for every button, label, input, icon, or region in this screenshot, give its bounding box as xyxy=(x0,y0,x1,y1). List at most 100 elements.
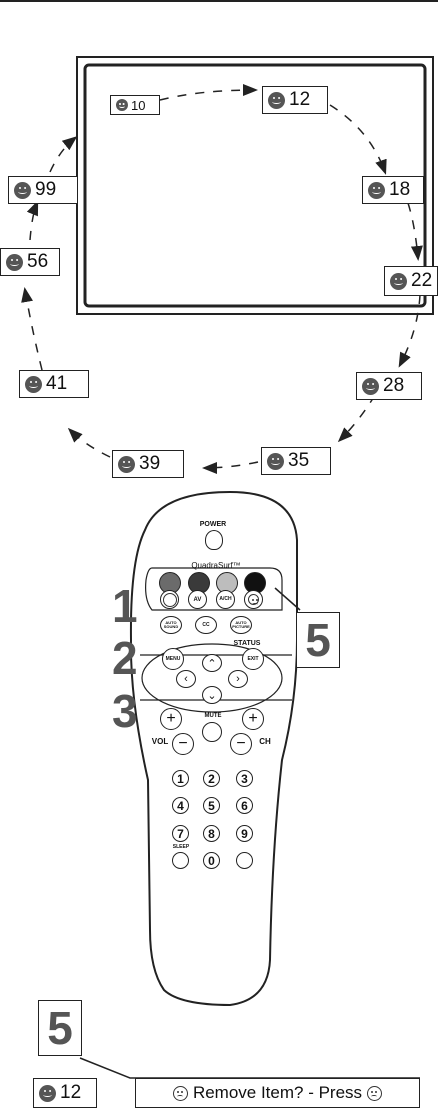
channel-label-56: 56 xyxy=(0,248,60,276)
digit-label: 4 xyxy=(177,798,184,813)
callout-line-5 xyxy=(274,587,301,611)
nav-up-button[interactable]: ⌃ xyxy=(202,654,222,672)
frown-icon xyxy=(248,594,259,605)
digit-3-button[interactable]: 3 xyxy=(236,770,253,787)
smiley-icon xyxy=(14,181,31,199)
auto-picture-button[interactable]: AUTO PICTURE xyxy=(230,616,252,634)
digit-0-button[interactable]: 0 xyxy=(203,852,220,869)
exit-label: EXIT xyxy=(247,655,259,662)
cc-label: CC xyxy=(202,621,210,628)
chevron-right-icon: › xyxy=(236,673,240,685)
av-label: AV xyxy=(193,596,202,603)
digit-label: 5 xyxy=(208,798,215,813)
digit-label: 7 xyxy=(177,826,184,841)
smiley-icon xyxy=(116,99,128,111)
vol-up-button[interactable]: + xyxy=(160,708,182,730)
channel-number: 99 xyxy=(35,179,57,200)
channel-label-12: 12 xyxy=(262,86,328,114)
chevron-down-icon: ⌄ xyxy=(207,689,217,702)
blank-button[interactable] xyxy=(236,852,253,869)
quadrasurf-label: QuadraSurf™ xyxy=(191,561,241,570)
vol-down-button[interactable]: − xyxy=(172,733,194,755)
step-2-number: 2 xyxy=(112,632,138,684)
callout-line-5-bottom xyxy=(79,1057,420,1079)
ach-label: A/CH xyxy=(219,596,232,602)
minus-icon: − xyxy=(178,735,188,752)
frown-icon xyxy=(367,1085,383,1101)
frown-icon xyxy=(172,1085,188,1101)
mute-button[interactable] xyxy=(202,722,222,742)
channel-label-10: 10 xyxy=(110,95,160,115)
channel-number: 10 xyxy=(131,97,146,113)
digit-9-button[interactable]: 9 xyxy=(236,825,253,842)
digit-2-button[interactable]: 2 xyxy=(203,770,220,787)
quadrasurf-band xyxy=(145,567,283,611)
mute-label: MUTE xyxy=(204,713,222,719)
auto-sound-button[interactable]: AUTO SOUND xyxy=(160,616,182,634)
step-5-number: 5 xyxy=(47,1002,73,1054)
exit-button[interactable]: EXIT xyxy=(242,648,264,670)
nav-left-button[interactable]: ‹ xyxy=(176,670,196,688)
cc-button[interactable]: CC xyxy=(195,616,217,634)
channel-number: 28 xyxy=(383,375,405,396)
sleep-button[interactable] xyxy=(172,852,189,869)
channel-number: 35 xyxy=(288,450,310,471)
power-button[interactable] xyxy=(205,530,223,550)
digit-label: 1 xyxy=(177,771,184,786)
tv-screen-inner xyxy=(83,63,427,308)
digit-8-button[interactable]: 8 xyxy=(203,825,220,842)
smiley-icon xyxy=(362,377,379,395)
digit-1-button[interactable]: 1 xyxy=(172,770,189,787)
channel-number: 39 xyxy=(139,453,161,474)
nav-right-button[interactable]: › xyxy=(228,670,248,688)
smiley-button[interactable] xyxy=(160,590,179,609)
av-button[interactable]: AV xyxy=(188,590,207,609)
channel-label-35: 35 xyxy=(261,447,331,475)
smiley-icon xyxy=(118,455,135,473)
digit-4-button[interactable]: 4 xyxy=(172,797,189,814)
digit-label: 0 xyxy=(208,853,215,868)
channel-number: 22 xyxy=(411,270,433,291)
sleep-label: SLEEP xyxy=(172,844,190,850)
channel-number: 18 xyxy=(389,179,411,200)
channel-number: 41 xyxy=(46,373,68,394)
step-5-number: 5 xyxy=(305,614,331,666)
nav-down-button[interactable]: ⌄ xyxy=(202,686,222,704)
step-1-number: 1 xyxy=(112,580,138,632)
digit-label: 6 xyxy=(241,798,248,813)
current-channel-label: 12 xyxy=(33,1078,97,1108)
step-3-number: 3 xyxy=(112,685,138,737)
ch-up-button[interactable]: + xyxy=(242,708,264,730)
remove-item-prompt: Remove Item? - Press xyxy=(135,1078,420,1108)
remove-button[interactable] xyxy=(244,590,263,609)
smiley-icon xyxy=(162,592,177,607)
auto-sound-label: AUTO SOUND xyxy=(163,620,179,629)
nav-ring xyxy=(141,643,283,713)
ch-label: CH xyxy=(259,737,271,746)
digit-5-button[interactable]: 5 xyxy=(203,797,220,814)
smiley-icon xyxy=(25,375,42,393)
chevron-left-icon: ‹ xyxy=(184,673,188,685)
minus-icon: − xyxy=(236,735,246,752)
smiley-icon xyxy=(268,91,285,109)
channel-label-99: 99 xyxy=(8,176,78,204)
step-5-callout-bottom: 5 xyxy=(38,1000,82,1056)
plus-icon: + xyxy=(166,710,176,727)
digit-6-button[interactable]: 6 xyxy=(236,797,253,814)
channel-label-22: 22 xyxy=(384,266,438,296)
digit-7-button[interactable]: 7 xyxy=(172,825,189,842)
ch-down-button[interactable]: − xyxy=(230,733,252,755)
digit-label: 3 xyxy=(241,771,248,786)
ach-button[interactable]: A/CH xyxy=(216,590,235,609)
digit-label: 8 xyxy=(208,826,215,841)
menu-button[interactable]: MENU xyxy=(162,648,184,670)
channel-label-41: 41 xyxy=(19,370,89,398)
power-label: POWER xyxy=(199,521,227,528)
plus-icon: + xyxy=(248,710,258,727)
channel-label-28: 28 xyxy=(356,372,422,400)
prompt-text: Remove Item? - Press xyxy=(192,1083,363,1102)
channel-number: 12 xyxy=(60,1082,82,1103)
menu-label: MENU xyxy=(165,655,181,662)
smiley-icon xyxy=(6,253,23,271)
